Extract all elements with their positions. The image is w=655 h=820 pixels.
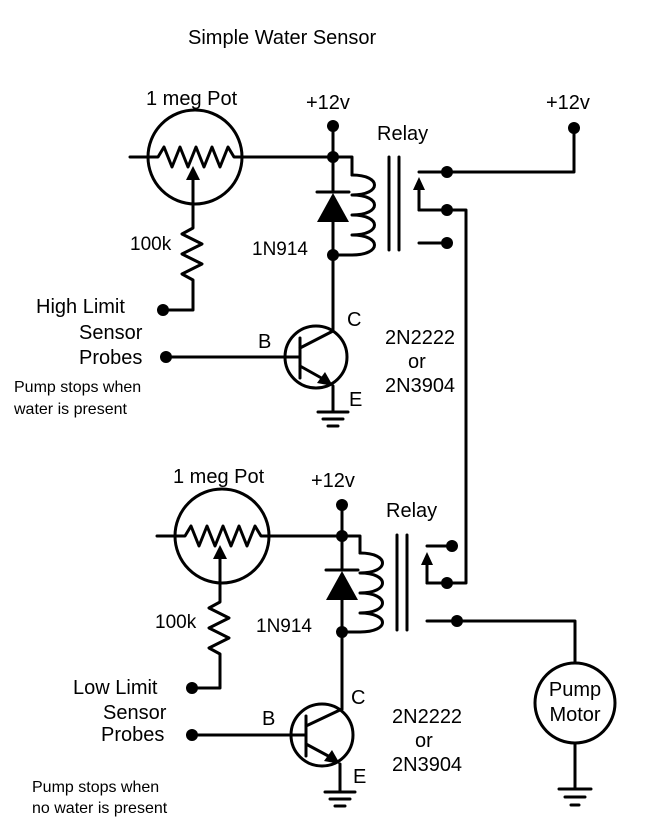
bottom-relay-coil bbox=[358, 551, 384, 634]
bottom-low-probe-terminal bbox=[186, 682, 198, 694]
bottom-note-line-2: no water is present bbox=[32, 800, 168, 817]
top-collector-label: C bbox=[347, 309, 361, 331]
top-probe-label-1: High Limit bbox=[36, 296, 125, 318]
top-resistor bbox=[161, 208, 204, 312]
bottom-emitter-label: E bbox=[353, 766, 366, 788]
bottom-supply-label: +12v bbox=[311, 470, 355, 492]
top-pot-label: 1 meg Pot bbox=[146, 88, 238, 110]
bottom-transistor-label-1: 2N2222 bbox=[392, 706, 462, 728]
bottom-transistor-emitter bbox=[304, 742, 334, 760]
top-relay-armature-tip bbox=[413, 177, 425, 190]
top-ground-symbol bbox=[316, 410, 350, 428]
top-high-probe-terminal bbox=[157, 304, 169, 316]
bottom-diode-symbol bbox=[326, 571, 358, 600]
bottom-probe-label-2: Sensor bbox=[103, 702, 167, 724]
bottom-coil-top-wire bbox=[340, 534, 362, 555]
bottom-pot-body bbox=[173, 487, 271, 585]
top-pot-wiper-arrow bbox=[186, 166, 200, 180]
relay-supply-terminal bbox=[568, 122, 580, 134]
bottom-pot-label: 1 meg Pot bbox=[173, 466, 265, 488]
top-transistor-emitter bbox=[298, 364, 327, 382]
bottom-probe-label-3: Probes bbox=[101, 724, 164, 746]
top-transistor-emitter-arrow bbox=[317, 372, 333, 386]
top-transistor-label-2: or bbox=[408, 351, 426, 373]
top-relay-label: Relay bbox=[377, 123, 428, 145]
top-emitter-label: E bbox=[349, 389, 362, 411]
bottom-transistor-collector bbox=[304, 707, 344, 728]
pump-motor: Pump Motor bbox=[455, 619, 617, 807]
bottom-relay-common-contact bbox=[441, 577, 453, 589]
top-transistor-collector bbox=[298, 329, 335, 350]
bottom-circuit: 1 meg Pot +12v Relay 100k 1N914 Low Limi… bbox=[32, 466, 463, 817]
top-circuit: 1 meg Pot +12v Relay +12v 100k 1N914 Hig… bbox=[13, 88, 590, 428]
bottom-relay-label: Relay bbox=[386, 500, 437, 522]
top-note-line-1: Pump stops when bbox=[14, 379, 141, 396]
bottom-transistor-label-2: or bbox=[415, 730, 433, 752]
bottom-base-probe-terminal bbox=[186, 729, 198, 741]
bottom-base-label: B bbox=[262, 708, 275, 730]
bottom-relay-core bbox=[395, 533, 409, 632]
top-probe-label-3: Probes bbox=[79, 347, 142, 369]
top-pot-element bbox=[146, 145, 244, 169]
bottom-relay-upper-contact bbox=[446, 540, 458, 552]
top-diode-label: 1N914 bbox=[252, 239, 308, 260]
top-note-line-2: water is present bbox=[13, 401, 127, 418]
bottom-pot-wiper-arrow bbox=[213, 545, 227, 559]
motor-label-1: Pump bbox=[549, 679, 601, 701]
top-base-label: B bbox=[258, 331, 271, 353]
bottom-pot-element bbox=[173, 524, 271, 548]
top-transistor-label-3: 2N3904 bbox=[385, 375, 455, 397]
bottom-diode-label: 1N914 bbox=[256, 616, 312, 637]
top-relay-coil bbox=[350, 173, 376, 257]
top-coil-top-wire bbox=[331, 155, 354, 177]
bottom-probe-label-1: Low Limit bbox=[73, 677, 158, 699]
bottom-relay-armature-tip bbox=[421, 552, 433, 565]
bottom-resistor-label: 100k bbox=[155, 612, 197, 633]
pump-motor-body bbox=[533, 661, 617, 745]
motor-ground-symbol bbox=[557, 787, 593, 807]
top-relay-supply-wire bbox=[445, 126, 576, 174]
top-pot-body bbox=[146, 108, 244, 206]
bottom-resistor bbox=[190, 586, 231, 690]
motor-supply-wire bbox=[455, 619, 577, 665]
bottom-ground-symbol bbox=[323, 790, 357, 808]
diagram-title: Simple Water Sensor bbox=[188, 27, 377, 49]
top-supply-label: +12v bbox=[306, 92, 350, 114]
relay-supply-label: +12v bbox=[546, 92, 590, 114]
top-probe-label-2: Sensor bbox=[79, 322, 143, 344]
top-transistor-label-1: 2N2222 bbox=[385, 327, 455, 349]
top-diode-symbol bbox=[317, 193, 349, 222]
bottom-transistor-emitter-arrow bbox=[324, 750, 340, 764]
top-base-probe-terminal bbox=[160, 351, 172, 363]
bottom-collector-label: C bbox=[351, 687, 365, 709]
relay-interconnect-wire bbox=[445, 208, 468, 585]
bottom-transistor-label-3: 2N3904 bbox=[392, 754, 462, 776]
top-resistor-label: 100k bbox=[130, 234, 172, 255]
motor-label-2: Motor bbox=[549, 704, 600, 726]
bottom-note-line-1: Pump stops when bbox=[32, 779, 159, 796]
top-relay-core bbox=[387, 155, 401, 252]
top-relay-lower-contact bbox=[441, 237, 453, 249]
